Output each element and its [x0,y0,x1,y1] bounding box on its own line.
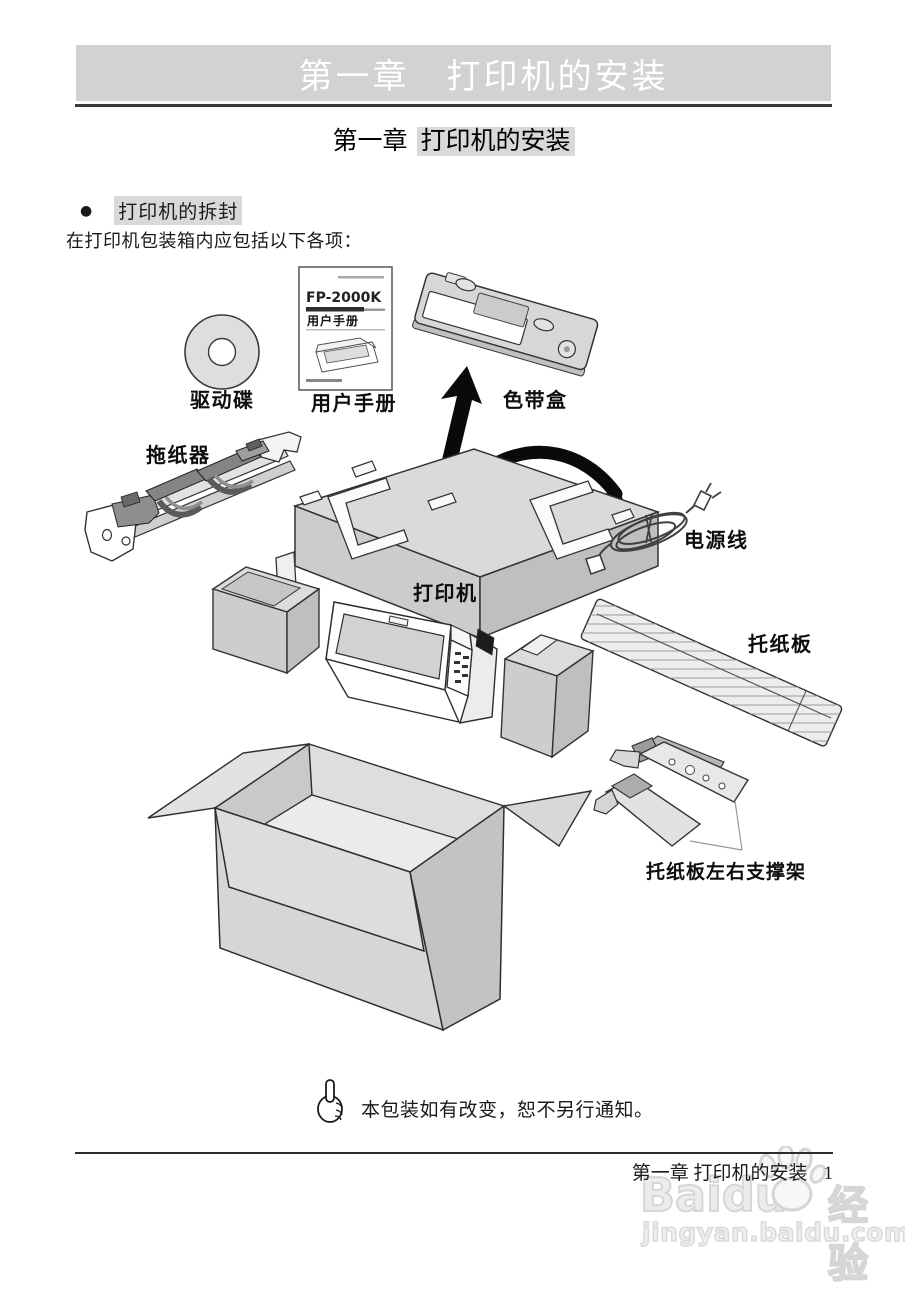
title-highlight: 打印机的安装 [416,127,575,156]
paper-support-illustration [580,598,843,747]
watermark-suffix: 经验 [827,1182,869,1288]
driver-disc-label: 驱动碟 [190,388,255,412]
ribbon-cartridge-illustration [412,272,599,377]
paper-support-label: 托纸板 [748,632,813,656]
baidu-paw-icon [759,1146,827,1212]
intro-text: 在打印机包装箱内应包括以下各项： [66,231,362,251]
ribbon-cartridge-label: 色带盒 [503,388,568,412]
footer-page-number: 1 [823,1163,834,1184]
watermark-brand: Baidu [639,1167,789,1223]
footer-divider [75,1152,833,1154]
chapter-banner-text: 第一章 打印机的安装 [298,58,669,96]
tractor-label: 拖纸器 [146,443,211,467]
power-cord-illustration [584,482,722,576]
bullet-icon: ● [80,202,93,219]
chapter-banner: 第一章 打印机的安装 [76,45,831,101]
tractor-illustration [84,431,302,562]
footer-chapter: 第一章 打印机的安装 [631,1163,808,1184]
support-brackets-illustration [593,735,750,851]
driver-disc-illustration [184,314,260,390]
printer-label: 打印机 [413,581,478,605]
unpacking-diagram: 驱动碟 FP-2000K 用户手册 用户手册 [84,266,843,1032]
note-text: 本包装如有改变，恕不另行通知。 [361,1100,654,1121]
right-foam-insert-illustration [500,634,595,759]
user-manual-label: 用户手册 [311,391,397,415]
manual-cover-subtitle: 用户手册 [306,313,359,328]
carton-box-illustration [147,742,593,1032]
banner-divider [75,104,832,107]
page-title: 第一章打印机的安装 [76,121,831,157]
unpack-arrow-up-icon [437,366,482,484]
printer-illustration [324,601,498,724]
power-cord-label: 电源线 [684,528,749,552]
section-heading-row: ● 打印机的拆封 [80,196,243,225]
packaging-note: 本包装如有改变，恕不另行通知。 [312,1078,654,1126]
support-brackets-label: 托纸板左右支撑架 [646,860,806,883]
title-prefix: 第一章 [332,128,408,155]
manual-cover-model: FP-2000K [306,290,382,306]
watermark-url: jingyan.baidu.com [641,1217,905,1248]
section-heading: 打印机的拆封 [114,196,243,225]
left-foam-insert-illustration [211,551,321,675]
page-footer: 第一章 打印机的安装 1 [75,1158,833,1185]
user-manual-illustration: FP-2000K 用户手册 [298,266,393,391]
pointing-hand-icon [317,1079,343,1123]
